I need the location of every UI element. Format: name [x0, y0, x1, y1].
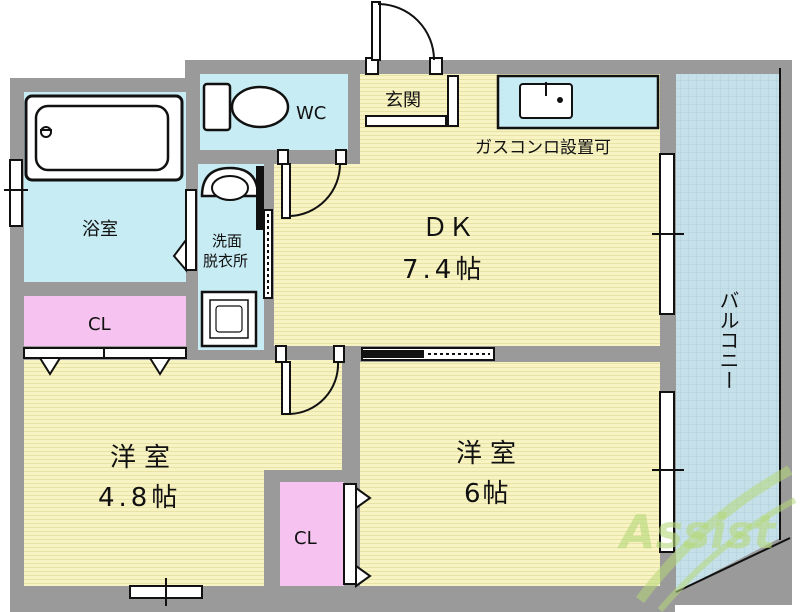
- closet-top-doors: [23, 347, 187, 376]
- bathtub: [24, 94, 184, 182]
- washroom-sliding-door: [256, 166, 273, 299]
- western2-name: 洋室: [456, 439, 524, 469]
- bath-door: [172, 189, 197, 273]
- toilet: [202, 82, 290, 132]
- balcony-label: バルコニー: [716, 290, 740, 390]
- washbasin: [200, 166, 260, 201]
- dk-name: ＤＫ: [422, 213, 474, 243]
- closet-bottom-floor: [280, 482, 344, 586]
- dk-window: [652, 153, 684, 315]
- western2-size: 6帖: [464, 479, 511, 509]
- entrance-label: 玄関: [385, 90, 421, 111]
- western2-floor: [360, 362, 660, 586]
- entrance-door: [365, 1, 459, 127]
- kitchen-counter: [496, 74, 660, 130]
- western1-door: [275, 345, 345, 415]
- western1-name: 洋室: [110, 443, 178, 473]
- wc-door: [277, 149, 347, 219]
- stove-note: ガスコンロ設置可: [475, 138, 611, 158]
- bath-label: 浴室: [82, 219, 118, 240]
- closet-top-floor: [24, 296, 186, 346]
- watermark-text: Assist: [617, 505, 778, 559]
- bottom-window: [129, 578, 203, 606]
- closet-bottom-doors: [343, 483, 372, 588]
- balcony-floor: [676, 74, 780, 592]
- bath-window: [4, 159, 28, 227]
- closet-top-label: CL: [88, 314, 111, 335]
- washing-machine-pan: [200, 290, 258, 348]
- wc-label: WC: [296, 103, 326, 124]
- dk-size: 7.4帖: [402, 255, 485, 285]
- closet-bottom-label: CL: [294, 528, 317, 549]
- washroom-label-line1: 洗面: [212, 232, 242, 250]
- western2-window: [652, 391, 684, 553]
- western2-sliding-door: [361, 347, 495, 361]
- washroom-label-line2: 脱衣所: [203, 252, 248, 270]
- watermark-logo-icon: [636, 465, 797, 612]
- western1-size: 4.8帖: [98, 483, 181, 513]
- balcony-edge: [675, 537, 791, 593]
